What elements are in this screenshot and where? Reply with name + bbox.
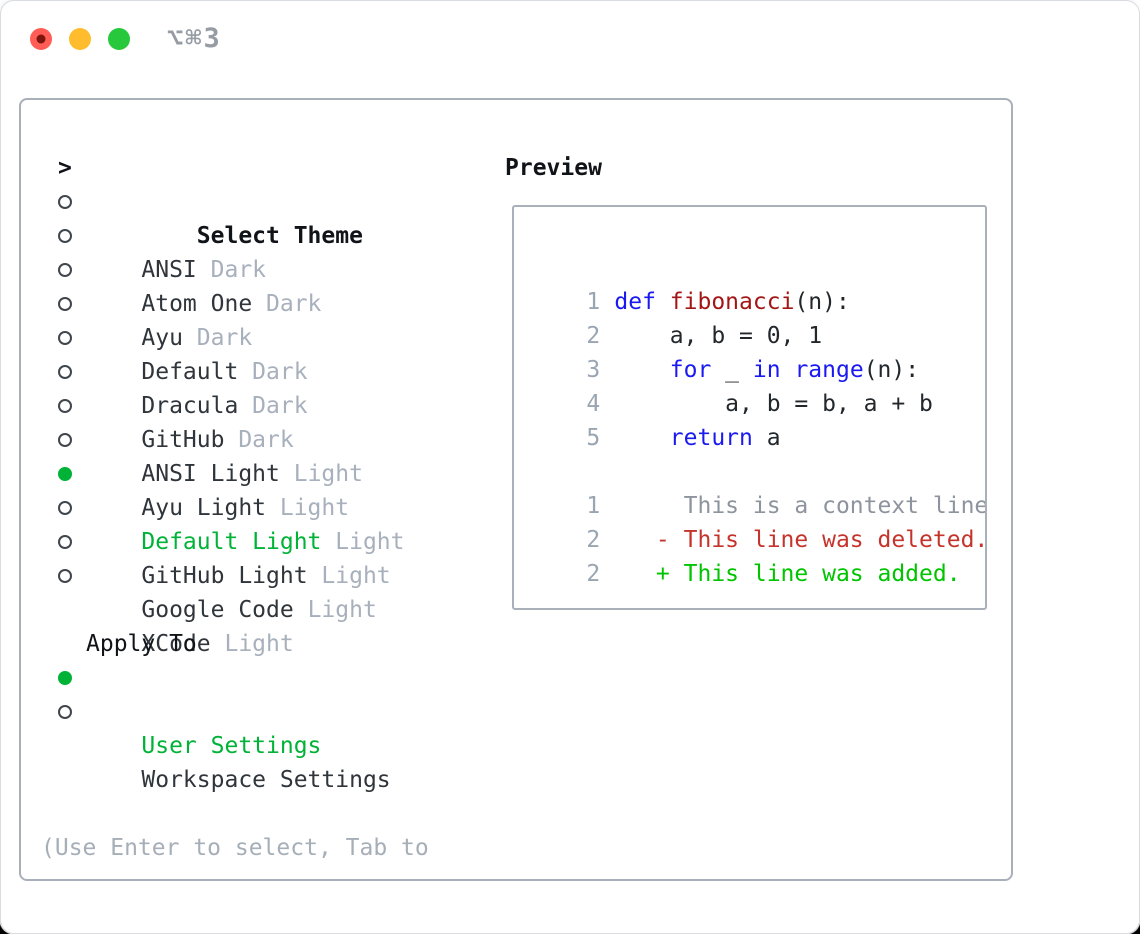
close-button[interactable]	[30, 28, 52, 50]
titlebar: ⌥⌘3	[1, 1, 1139, 71]
line-number: 2	[586, 561, 601, 587]
apply-to-options: User Settings Workspace Settings	[41, 661, 491, 793]
preview-title: Preview	[505, 155, 602, 181]
radio-icon	[58, 569, 72, 583]
radio-icon	[58, 535, 72, 549]
code-line: 2 - This line was deleted.	[531, 489, 985, 553]
radio-icon	[58, 671, 72, 685]
theme-list-title: Select Theme	[196, 223, 363, 249]
code-line: 3 for _ in range(n):	[531, 319, 985, 383]
apply-to-header: Apply To	[86, 631, 197, 657]
radio-icon	[58, 365, 72, 379]
radio-icon	[58, 467, 72, 481]
line-number: 4	[586, 391, 601, 417]
code-line: 2 + This line was added.	[531, 523, 985, 587]
line-number: 1	[586, 289, 601, 315]
radio-icon	[58, 433, 72, 447]
line-number: 3	[586, 357, 601, 383]
line-number: 2	[586, 323, 601, 349]
radio-icon	[58, 297, 72, 311]
apply-option-workspace-settings[interactable]: Workspace Settings	[41, 695, 491, 793]
zoom-button[interactable]	[108, 28, 130, 50]
theme-list-header: > Select Theme	[41, 151, 491, 249]
line-number: 1	[586, 493, 601, 519]
line-number: 2	[586, 527, 601, 553]
code-line: 1 This is a context line.	[531, 455, 985, 519]
cursor-icon: >	[58, 155, 72, 181]
code-line: 2 a, b = 0, 1	[531, 285, 985, 349]
apply-option-user-settings[interactable]: User Settings	[41, 661, 491, 759]
window-title-shortcut: ⌥⌘3	[167, 23, 222, 54]
screen-corner-br	[1126, 920, 1140, 934]
radio-icon	[58, 705, 72, 719]
radio-icon	[58, 331, 72, 345]
hint-line-1: (Use Enter to select, Tab to	[41, 835, 429, 861]
radio-icon	[58, 501, 72, 515]
minimize-button[interactable]	[69, 28, 91, 50]
screen-corner-bl	[0, 920, 14, 934]
radio-icon	[58, 229, 72, 243]
code-line: 5 return a	[531, 387, 985, 451]
radio-icon	[58, 263, 72, 277]
hint-text: (Use Enter to select, Tab to change focu…	[41, 763, 491, 934]
radio-icon	[58, 195, 72, 209]
line-number: 5	[586, 425, 601, 451]
code-line: 4 a, b = b, a + b	[531, 353, 985, 417]
radio-icon	[58, 399, 72, 413]
